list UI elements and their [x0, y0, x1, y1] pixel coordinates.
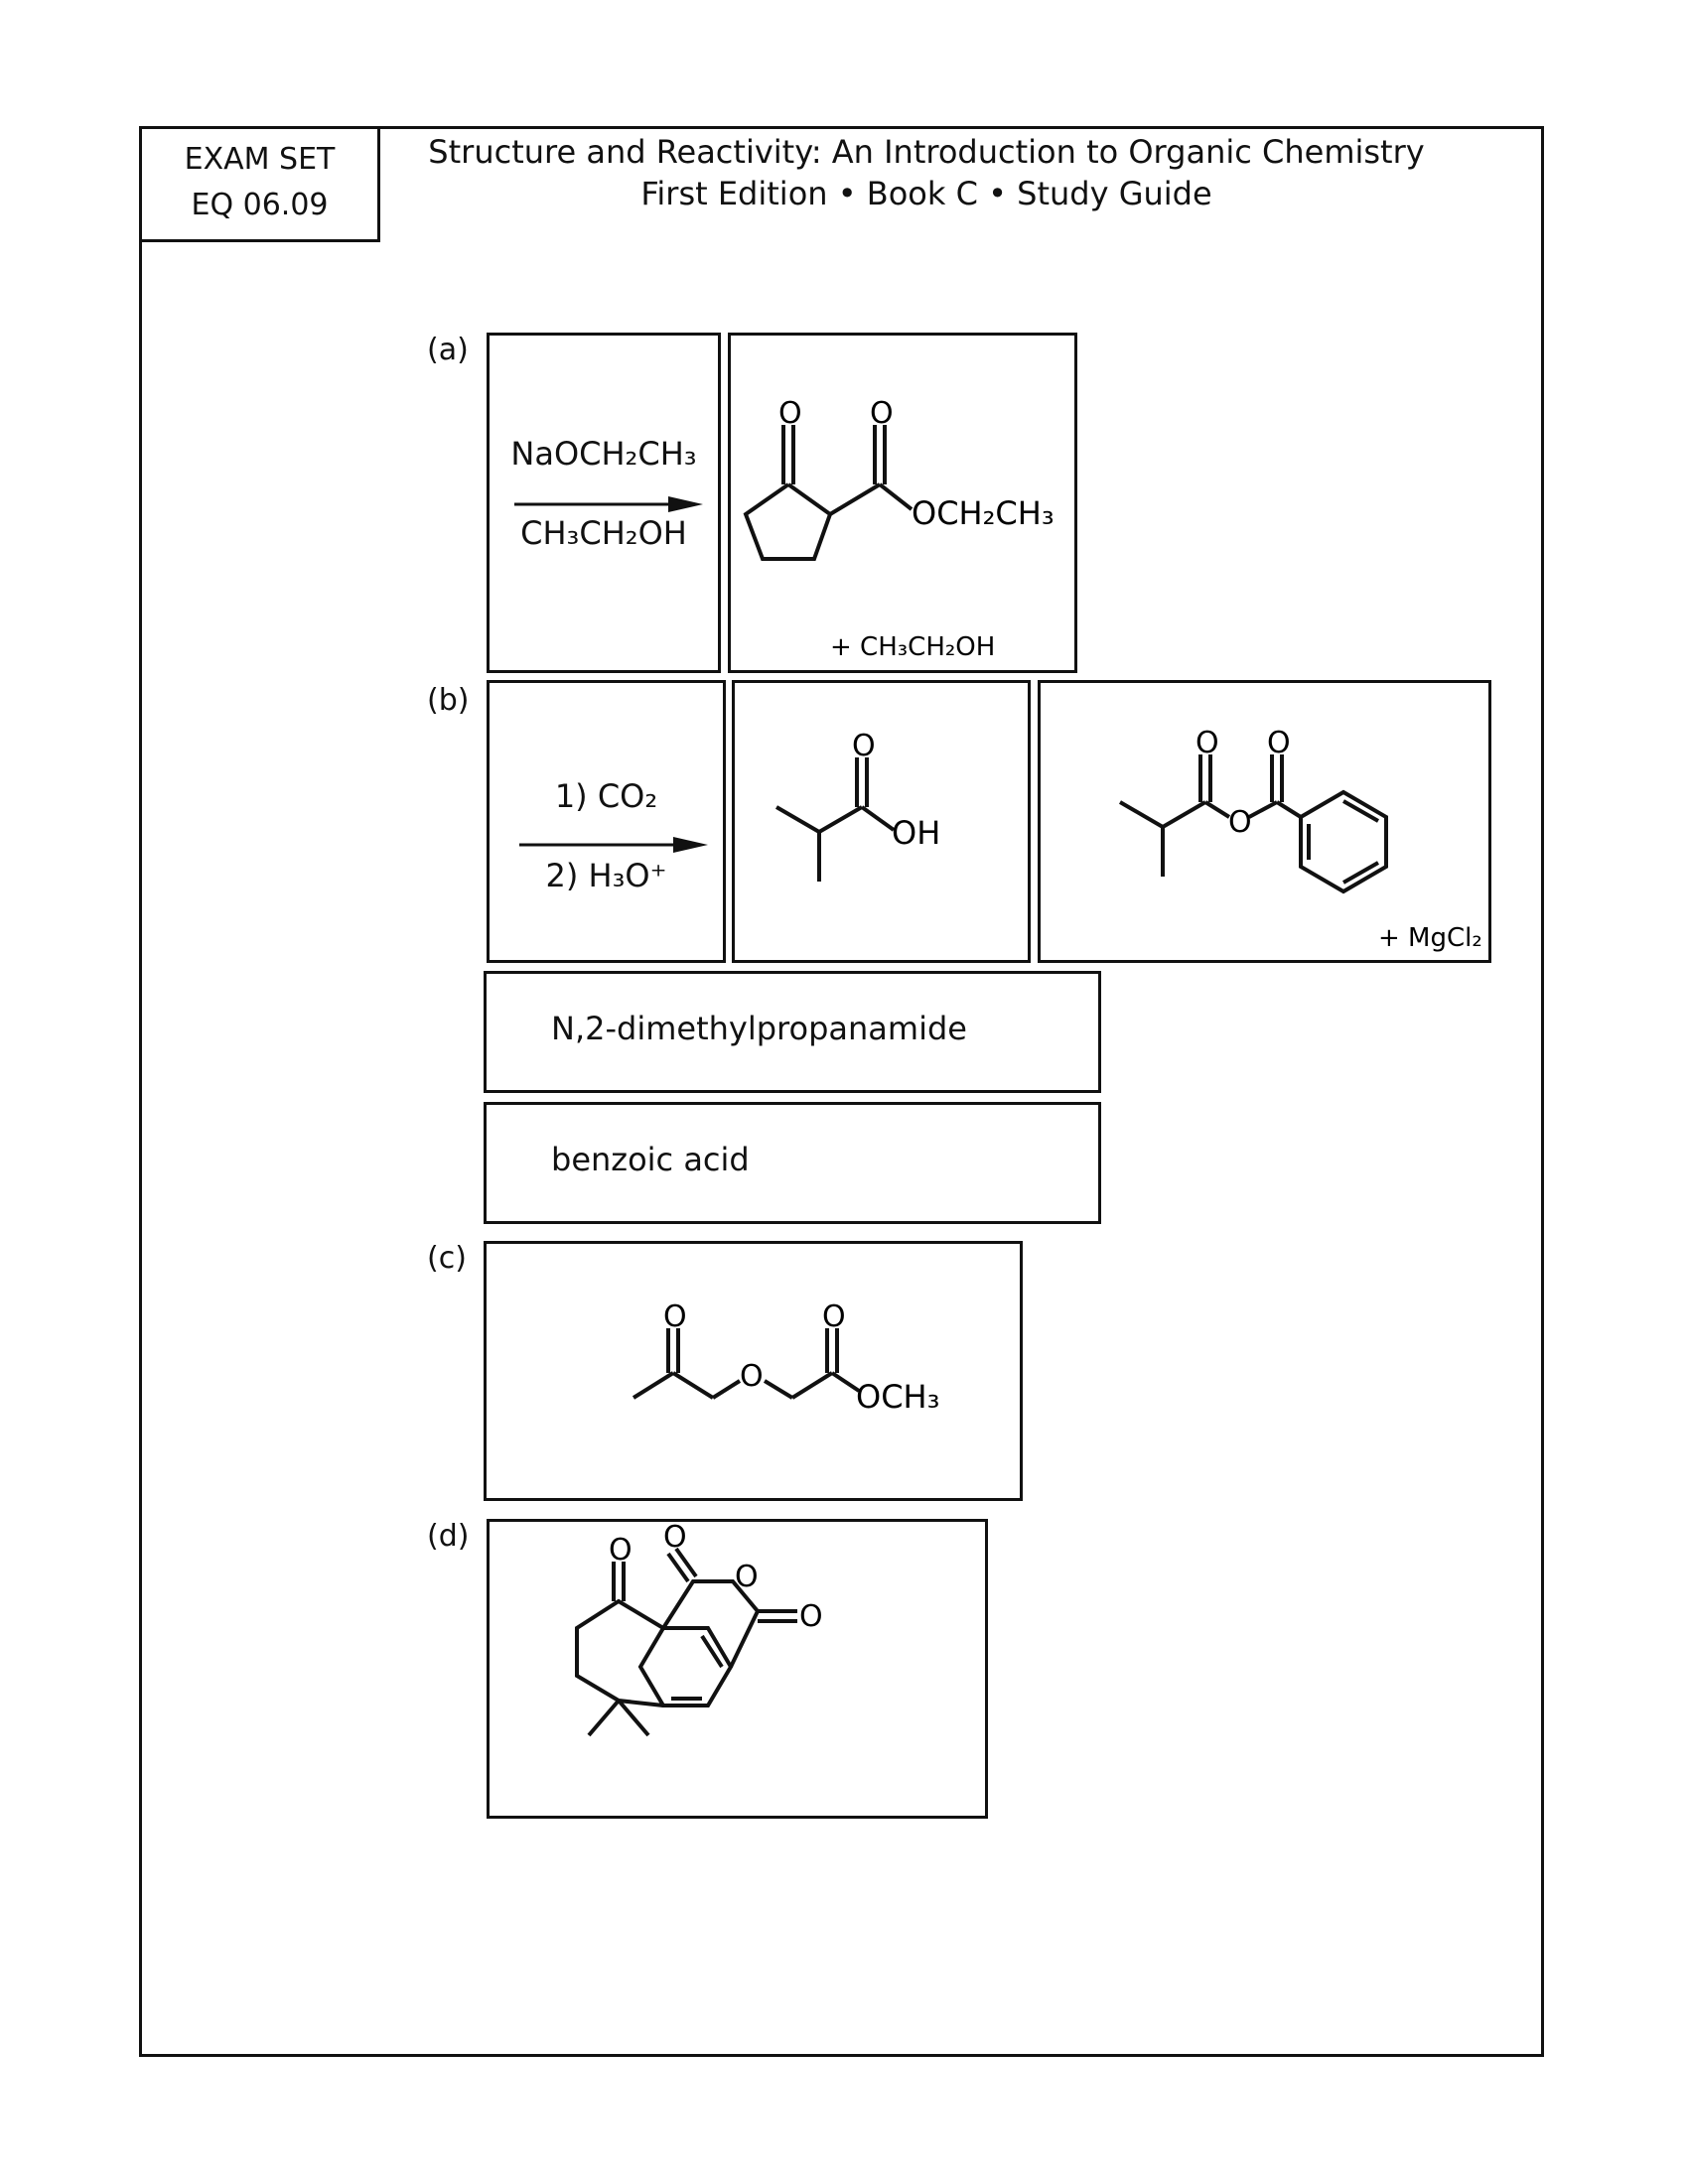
exam-set-label: EXAM SET [184, 142, 336, 177]
part-c-box: O O O OCH₃ [484, 1241, 1023, 1501]
tricyclic-anhydride-structure: O O O O [575, 1522, 823, 1737]
anhydride-oxygen: O [1228, 805, 1252, 840]
part-b-anhydride-box: O O O + MgCl₂ [1038, 680, 1491, 963]
mixed-anhydride-structure: O O O + MgCl₂ [1118, 726, 1482, 953]
reaction-arrow-b [519, 837, 708, 853]
part-b-reagent-box: 1) CO₂ 2) H₃O⁺ [487, 680, 726, 963]
header: Structure and Reactivity: An Introductio… [380, 131, 1473, 214]
part-a-reagent-box: NaOCH₂CH₃ CH₃CH₂OH [487, 333, 721, 673]
part-d-box: O O O O [487, 1519, 988, 1819]
keto-ether-ester-structure: O O O OCH₃ [632, 1299, 939, 1416]
reagent-naoet: NaOCH₂CH₃ [510, 435, 697, 473]
methoxy-group: OCH₃ [856, 1378, 939, 1416]
part-d-label: (d) [427, 1519, 470, 1554]
ketone-oxygen: O [778, 396, 802, 431]
exam-set-box: EXAM SET EQ 06.09 [139, 126, 380, 242]
book-subtitle: First Edition • Book C • Study Guide [640, 175, 1212, 212]
part-b-acid-box: O OH [732, 680, 1031, 963]
name-answer-box-1: N,2-dimethylpropanamide [484, 971, 1101, 1093]
svg-text:O: O [799, 1599, 823, 1634]
ethoxy-group: OCH₂CH₃ [912, 494, 1055, 532]
isobutyric-acid-structure: O OH [774, 729, 940, 882]
svg-text:O: O [1196, 726, 1219, 760]
benzoic-acid-name: benzoic acid [551, 1141, 750, 1178]
step-co2: 1) CO₂ [554, 777, 658, 815]
svg-text:O: O [822, 1299, 846, 1334]
part-c-label: (c) [427, 1241, 467, 1276]
svg-text:O: O [852, 729, 876, 763]
svg-text:O: O [663, 1522, 687, 1555]
book-title: Structure and Reactivity: An Introductio… [428, 133, 1425, 171]
ring-oxygen: O [735, 1560, 759, 1594]
beta-ketoester-structure: O O OCH₂CH₃ + CH₃CH₂OH [743, 396, 1055, 662]
hydroxyl-group: OH [892, 814, 940, 852]
svg-text:O: O [663, 1299, 687, 1334]
name-answer-box-2: benzoic acid [484, 1102, 1101, 1224]
amide-name: N,2-dimethylpropanamide [551, 1010, 967, 1047]
part-a-product-box: O O OCH₂CH₃ + CH₃CH₂OH [728, 333, 1077, 673]
part-a-label: (a) [427, 333, 469, 367]
solvent-ethanol: CH₃CH₂OH [520, 514, 687, 552]
ethanol-byproduct: + CH₃CH₂OH [830, 632, 995, 662]
reaction-arrow-a [514, 496, 703, 512]
mgcl2-byproduct: + MgCl₂ [1378, 923, 1482, 953]
svg-text:O: O [1267, 726, 1291, 760]
ester-carbonyl-oxygen: O [870, 396, 894, 431]
part-b-label: (b) [427, 683, 470, 718]
page-frame [139, 126, 1544, 2057]
exam-code: EQ 06.09 [191, 188, 329, 222]
ether-oxygen: O [740, 1359, 764, 1394]
svg-text:O: O [609, 1533, 633, 1568]
step-acid-workup: 2) H₃O⁺ [545, 857, 667, 894]
